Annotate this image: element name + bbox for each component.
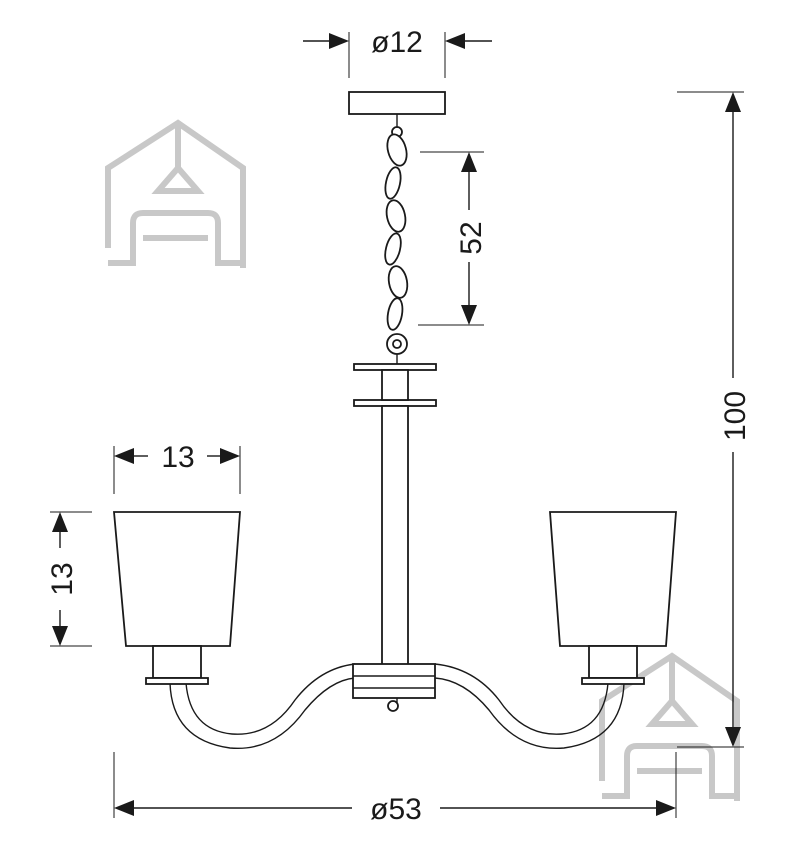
dimension-shade-width: 13 [113, 441, 241, 494]
center-hub [352, 663, 436, 699]
shade-width-label: 13 [161, 441, 194, 474]
left-shade [113, 511, 241, 685]
dimension-chain-length: 52 [418, 151, 488, 326]
ceiling-canopy [348, 91, 446, 115]
shade-height-label: 13 [46, 562, 79, 595]
dimension-total-height: 100 [677, 91, 752, 748]
chain-length-label: 52 [455, 221, 488, 254]
chain [384, 133, 409, 355]
right-shade [549, 511, 677, 685]
dimension-shade-height: 13 [46, 511, 92, 647]
total-diameter-label: ø53 [370, 793, 422, 826]
center-rod [381, 405, 409, 667]
watermark-icon [108, 123, 243, 268]
total-height-label: 100 [719, 391, 752, 441]
chandelier-drawing [113, 91, 677, 750]
dimension-canopy-diameter: ø12 [303, 26, 492, 78]
dimension-total-diameter: ø53 [113, 752, 677, 826]
canopy-diameter-label: ø12 [371, 26, 423, 59]
